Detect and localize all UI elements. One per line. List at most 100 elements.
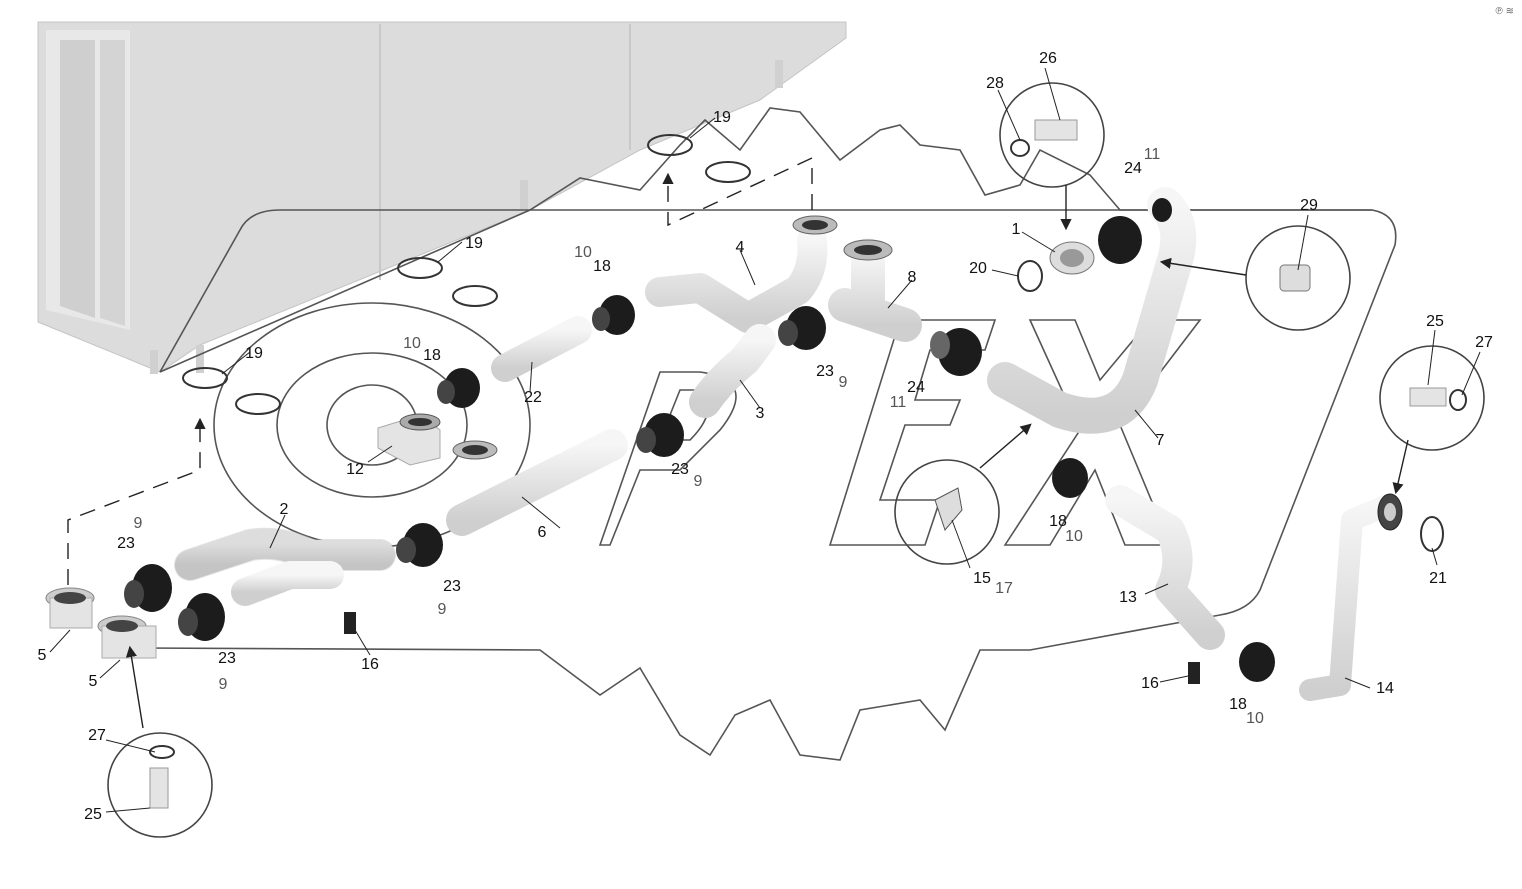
gear-outline [139,107,1397,761]
hose-23-b [178,593,225,641]
logo-letter-x [1003,319,1202,546]
flange-6 [452,440,498,460]
gaskets [182,134,1444,552]
pipe-2 [175,528,395,580]
part-label-22: 22 [524,389,542,406]
part-label-27: 27 [88,727,106,744]
sensor-16-b [1188,662,1200,684]
part-number-labels: 1234556789999910101010111112131415161617… [38,50,1493,823]
part-label-3: 3 [756,405,765,422]
part-label-29: 29 [1300,197,1318,214]
gasket-19-f [235,393,281,415]
part-label-16: 16 [361,656,379,673]
hose-23-d [636,413,684,457]
callout-29 [1245,225,1351,331]
part-label-18: 18 [423,347,441,364]
part-label-5: 5 [38,647,47,664]
part-label-26: 26 [1039,50,1057,67]
part-label-10: 10 [403,335,421,352]
part-label-24: 24 [1124,160,1142,177]
hose-24-a [930,328,982,376]
flange-5b [97,615,157,659]
hose-23-c [396,523,443,567]
part-label-23: 23 [671,461,689,478]
part-label-19: 19 [713,109,731,126]
hoses [124,198,1275,682]
detail-callouts [107,82,1485,838]
part-label-25: 25 [84,806,102,823]
part-label-16: 16 [1141,675,1159,692]
gasket-19-c [397,257,443,279]
gasket-19-e [182,367,228,389]
radiator-block [37,21,847,374]
part-label-13: 13 [1119,589,1137,606]
part-label-24: 24 [907,379,925,396]
line-to-5b [125,645,144,729]
part-label-6: 6 [538,524,547,541]
flange-4 [792,215,838,235]
callout-15-17 [894,459,1000,565]
part-label-7: 7 [1156,432,1165,449]
part-label-20: 20 [969,260,987,277]
hose-24-b [1098,198,1172,264]
part-label-18: 18 [1229,696,1247,713]
part-label-4: 4 [736,239,745,256]
hose-23-a [124,564,172,612]
part-label-18: 18 [1049,513,1067,530]
leader-lines [49,67,1481,813]
gasket-21 [1420,516,1444,552]
assembly-guides [67,156,1409,729]
arrow-to-15 [979,423,1032,469]
arrow-to-14 [1392,439,1409,495]
part-label-8: 8 [908,269,917,286]
flange-5a [45,587,95,629]
part-label-2: 2 [280,501,289,518]
hose-18-d [1239,642,1275,682]
flange-12 [377,413,441,466]
corner-mark: ℗ ≋ [1495,6,1514,17]
pipes [174,187,1399,701]
gasket-19-b [705,161,751,183]
part-label-10: 10 [1065,528,1083,545]
fitting-1 [1049,241,1095,275]
pipe-22 [491,316,592,382]
pipe-4 [645,225,828,333]
part-label-19: 19 [245,345,263,362]
gasket-19-d [452,285,498,307]
part-label-14: 14 [1376,680,1394,697]
part-label-10: 10 [1246,710,1264,727]
logo-ring-middle [276,352,468,498]
part-label-11: 11 [1144,146,1161,163]
part-label-18: 18 [593,258,611,275]
part-label-9: 9 [839,374,848,391]
part-label-21: 21 [1429,570,1447,587]
callout-26-28 [999,82,1105,188]
part-label-23: 23 [117,535,135,552]
part-label-15: 15 [973,570,991,587]
part-label-9: 9 [219,676,228,693]
hose-18-c [1052,458,1088,498]
dashed-line-top [662,156,813,227]
part-label-5: 5 [89,673,98,690]
dashed-line-left [67,417,206,585]
flanges [45,215,1403,659]
flange-14 [1377,493,1403,531]
pipe-3 [689,324,776,418]
part-label-9: 9 [134,515,143,532]
logo-frame [159,209,1372,373]
arrow-to-7 [1159,257,1247,276]
part-label-27: 27 [1475,334,1493,351]
pipe-14 [1299,494,1399,701]
part-label-10: 10 [574,244,592,261]
part-label-28: 28 [986,75,1004,92]
part-label-9: 9 [694,473,703,490]
hose-18-b [592,295,635,335]
part-label-25: 25 [1426,313,1444,330]
hose-23-e [778,306,826,350]
gasket-20 [1017,260,1043,292]
pipe-6 [446,429,628,536]
part-label-9: 9 [438,601,447,618]
part-label-12: 12 [346,461,364,478]
hose-18-a [437,368,480,408]
